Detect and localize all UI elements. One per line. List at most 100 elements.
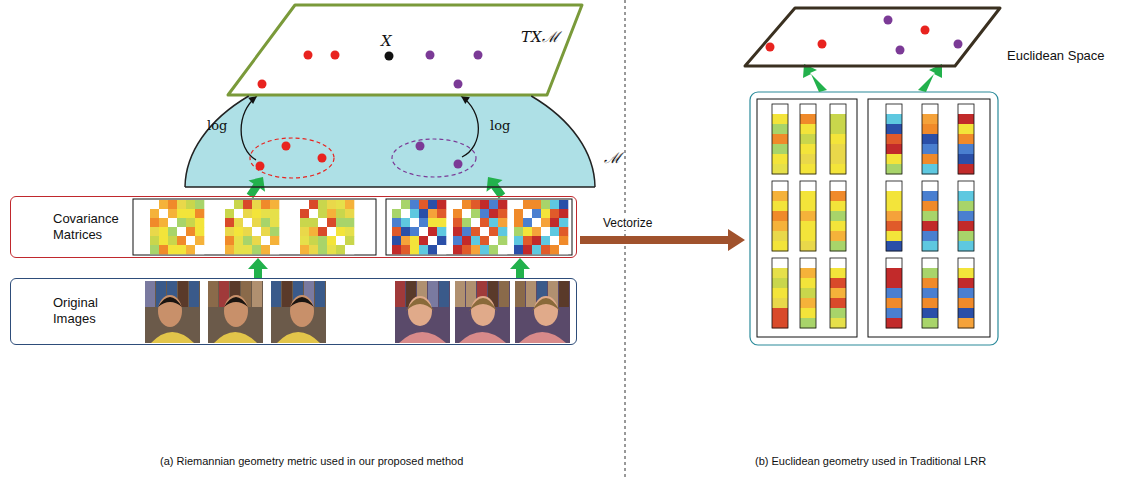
vector-segment	[830, 181, 846, 251]
log-arrow	[461, 96, 478, 157]
matrix-cell	[234, 200, 243, 209]
matrix-cell	[345, 209, 354, 218]
vector-cell	[886, 114, 902, 124]
matrix-cell	[471, 245, 480, 254]
matrix-cell	[225, 227, 234, 236]
matrix-cell	[195, 245, 204, 254]
vector-cell	[772, 134, 788, 144]
point	[318, 154, 327, 163]
matrix-cell	[514, 236, 523, 245]
matrix-cell	[471, 200, 480, 209]
matrix-cell	[159, 218, 168, 227]
green-arrow	[248, 258, 268, 278]
matrix-cell	[225, 200, 234, 209]
group-frame	[868, 99, 990, 337]
point	[954, 40, 963, 49]
vector-cell	[830, 211, 846, 221]
vector-cell	[772, 241, 788, 251]
matrix-cell	[327, 218, 336, 227]
matrix-cell	[177, 227, 186, 236]
matrix-cell	[318, 218, 327, 227]
matrix-cell	[150, 236, 159, 245]
vector-cell	[830, 308, 846, 318]
vector-cell	[800, 288, 816, 298]
matrix-cell	[392, 218, 401, 227]
curve	[241, 96, 257, 160]
vector-cell	[772, 258, 788, 268]
vector-segment	[922, 181, 938, 251]
tangent-plane: TXℳ	[225, 4, 585, 96]
matrix-cell	[345, 227, 354, 236]
vector-cell	[922, 114, 938, 124]
vectorize-arrow	[580, 229, 745, 251]
vector-cell	[800, 308, 816, 318]
matrix-cell	[532, 245, 541, 254]
node-text: ℳ	[604, 147, 621, 167]
matrix-cell	[270, 227, 279, 236]
matrix-cell	[514, 245, 523, 254]
face-image	[515, 281, 570, 343]
matrix-cell	[541, 218, 550, 227]
vector-cell	[922, 104, 938, 114]
matrix-cell	[550, 209, 559, 218]
matrix-cell	[225, 218, 234, 227]
matrix-cell	[195, 236, 204, 245]
vector-cell	[800, 298, 816, 308]
covariance-box: Covariance Matrices	[10, 196, 577, 258]
matrix-cell	[453, 236, 462, 245]
vector-cell	[830, 181, 846, 191]
vector-cell	[886, 201, 902, 211]
vector-cell	[958, 104, 974, 114]
group-frame	[386, 199, 572, 255]
point	[921, 26, 930, 35]
vector-cell	[830, 268, 846, 278]
matrix-cell	[453, 227, 462, 236]
vector-cell	[958, 221, 974, 231]
matrix-cell	[261, 218, 270, 227]
images-box: Original Images	[10, 278, 577, 345]
matrix-cell	[428, 245, 437, 254]
matrix-cell	[437, 218, 446, 227]
vector-cell	[830, 134, 846, 144]
matrix-cell	[532, 200, 541, 209]
vector-cell	[958, 114, 974, 124]
vector-cell	[830, 164, 846, 174]
vector-cell	[922, 201, 938, 211]
vector-cell	[830, 154, 846, 164]
vector-segment	[886, 104, 902, 174]
matrix-cell	[401, 227, 410, 236]
vector-cell	[830, 114, 846, 124]
tangent-plane-outline	[225, 4, 585, 96]
matrix-cell	[550, 200, 559, 209]
matrix-cell	[401, 209, 410, 218]
vector-cell	[958, 258, 974, 268]
vector-segment	[772, 181, 788, 251]
matrix-cell	[243, 227, 252, 236]
point	[256, 162, 265, 171]
vector-cell	[772, 308, 788, 318]
matrix-cell	[252, 227, 261, 236]
point	[884, 16, 893, 25]
vector-cell	[922, 278, 938, 288]
matrix-cell	[234, 209, 243, 218]
matrix-cell	[252, 245, 261, 254]
vector-cell	[830, 278, 846, 288]
log-arrow	[241, 96, 257, 160]
point	[426, 51, 435, 60]
vector-cell	[886, 134, 902, 144]
matrix-cell	[345, 218, 354, 227]
matrix-cell	[159, 236, 168, 245]
group-frame	[133, 199, 376, 255]
vector-cell	[772, 124, 788, 134]
matrix-cell	[437, 245, 446, 254]
matrix-cell	[462, 245, 471, 254]
vector-cell	[772, 104, 788, 114]
matrix-cell	[168, 227, 177, 236]
vector-cell	[772, 201, 788, 211]
vector-segment	[922, 258, 938, 328]
vector-segment	[830, 104, 846, 174]
matrix-cell	[462, 209, 471, 218]
matrix-cell	[150, 218, 159, 227]
matrix-cell	[261, 227, 270, 236]
